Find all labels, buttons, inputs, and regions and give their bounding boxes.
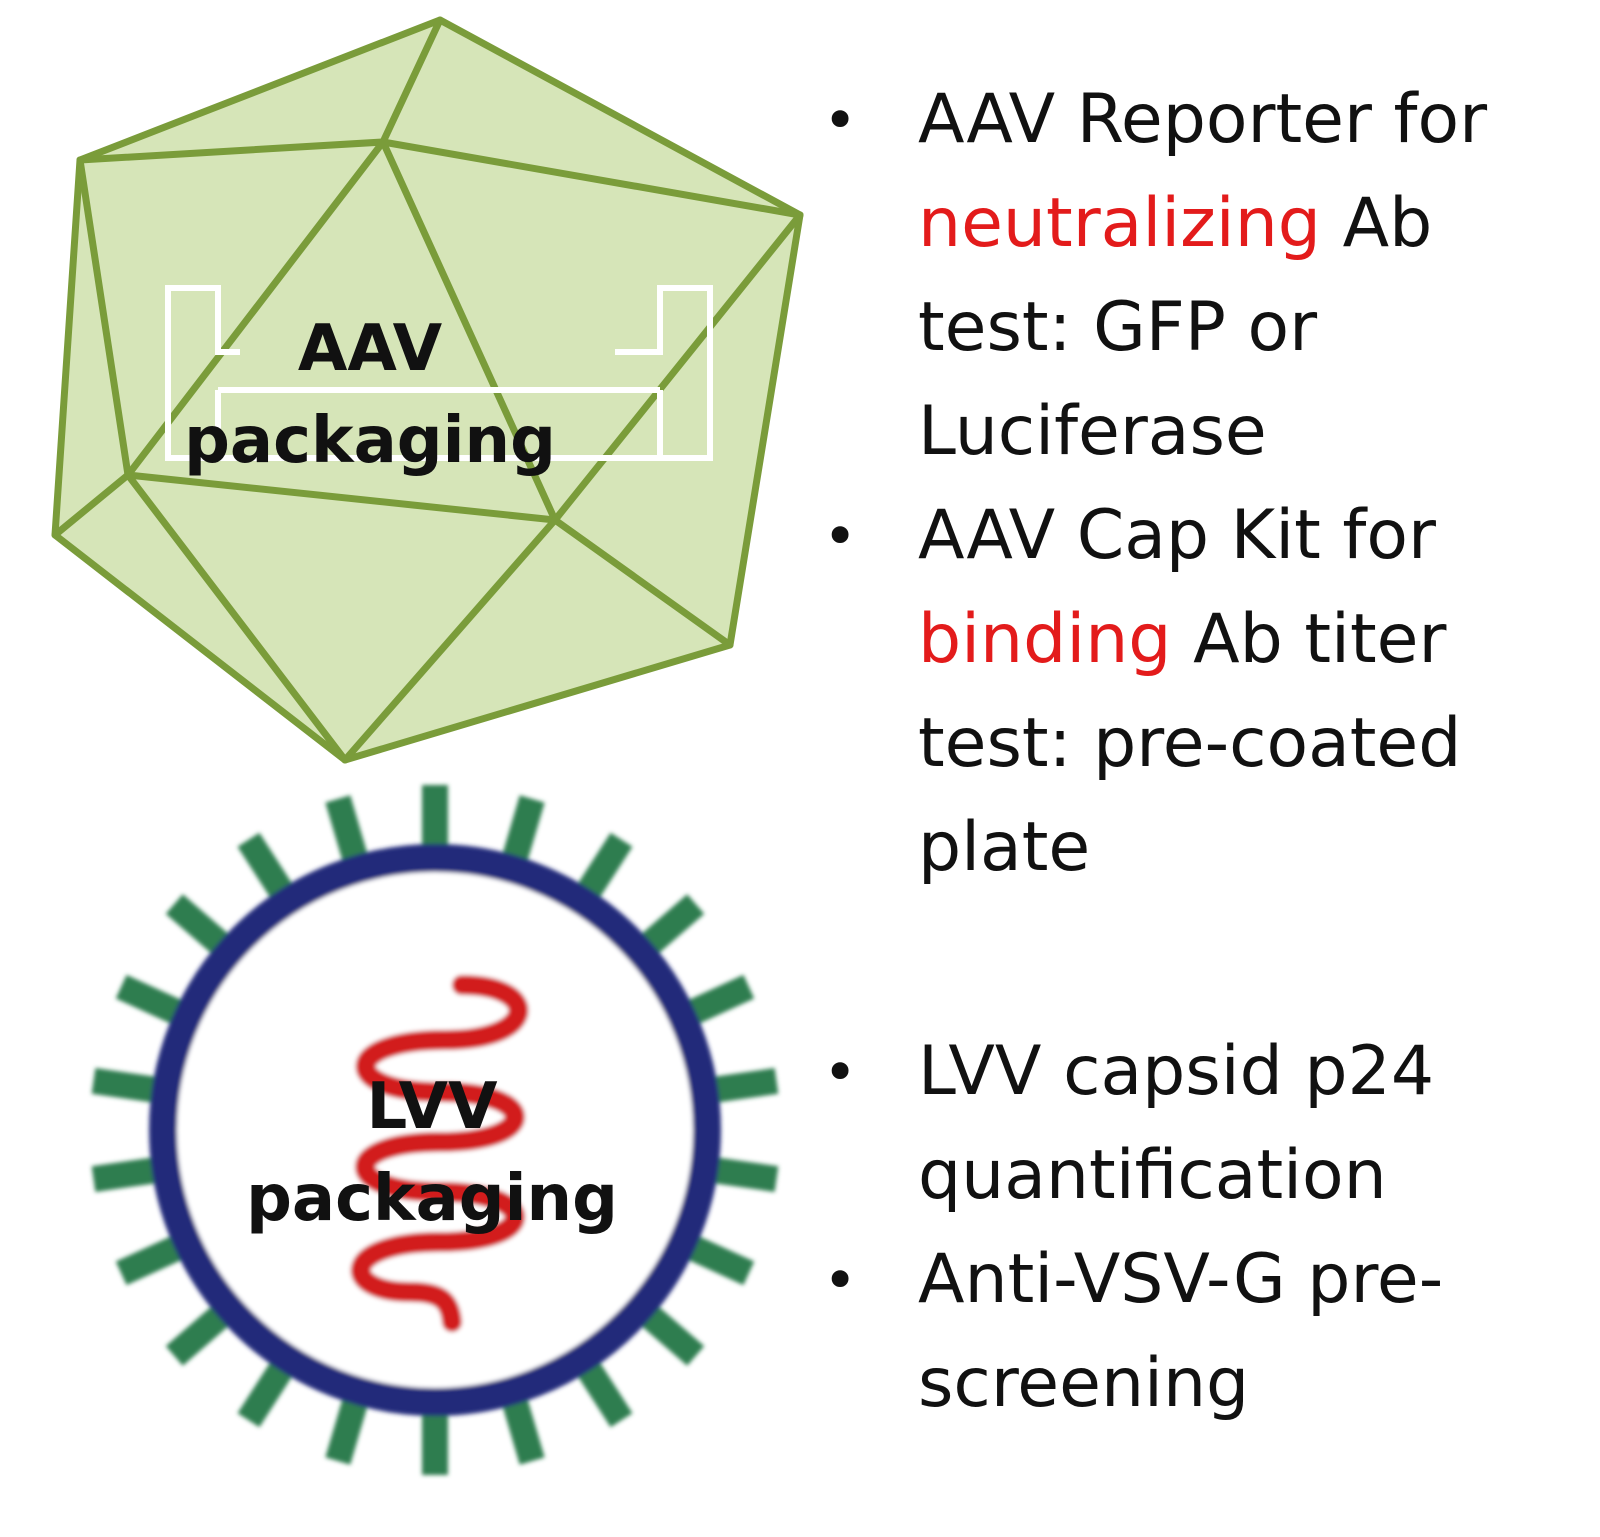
bullet-text: LVV capsid p24 quantification [918, 1032, 1435, 1215]
aav-bullet-binding: AAV Cap Kit for binding Ab titer test: p… [823, 484, 1558, 900]
lvv-bullet-p24: LVV capsid p24 quantification [823, 1020, 1558, 1228]
aav-bullet-neutralizing: AAV Reporter for neutralizing Ab test: G… [823, 68, 1558, 484]
lvv-envelope [149, 844, 721, 1416]
lvv-label-line2: packaging [246, 1162, 618, 1236]
envelope-spike [165, 1303, 232, 1366]
envelope-spike [710, 1156, 779, 1192]
bullet-text: AAV Reporter for [918, 80, 1488, 159]
lvv-particle-icon [91, 785, 779, 1475]
envelope-spike [684, 974, 755, 1026]
envelope-spike [115, 1234, 186, 1286]
envelope-spike [237, 1358, 295, 1428]
lvv-label-line1: LVV [366, 1070, 498, 1144]
lvv-bullet-list: LVV capsid p24 quantification Anti-VSV-G… [823, 1020, 1558, 1436]
envelope-spike [684, 1234, 755, 1286]
envelope-spike [575, 832, 633, 902]
envelope-spike [325, 795, 369, 866]
bullet-text: Ab test: GFP or Luciferase [918, 184, 1433, 471]
lvv-bullet-vsvg: Anti-VSV-G pre-screening [823, 1228, 1558, 1436]
bullet-text: Anti-VSV-G pre-screening [918, 1240, 1444, 1423]
lvv-envelope-spikes [91, 785, 779, 1475]
envelope-spike [638, 1303, 705, 1366]
aav-genome-icon [165, 285, 713, 461]
bullet-text: AAV Cap Kit for [918, 496, 1436, 575]
lvv-rna-genome [350, 975, 529, 1332]
envelope-spike [501, 1394, 545, 1465]
envelope-spike [638, 894, 705, 957]
envelope-spike [91, 1156, 160, 1192]
aav-capsid-icon: AAV packaging [51, 16, 804, 764]
envelope-spike [710, 1068, 779, 1104]
aav-capsid-facets [51, 16, 804, 764]
highlight-binding: binding [918, 600, 1172, 679]
envelope-spike [237, 832, 295, 902]
envelope-spike [91, 1068, 160, 1104]
aav-bullet-list: AAV Reporter for neutralizing Ab test: G… [823, 68, 1558, 900]
envelope-spike [325, 1394, 369, 1465]
envelope-spike [575, 1358, 633, 1428]
envelope-spike [501, 795, 545, 866]
envelope-spike [115, 974, 186, 1026]
bullet-text: Ab titer test: pre-coated plate [918, 600, 1462, 887]
aav-label-line1: AAV [298, 312, 443, 386]
highlight-neutralizing: neutralizing [918, 184, 1321, 263]
aav-label-line2: packaging [184, 404, 556, 478]
envelope-spike [165, 894, 232, 957]
